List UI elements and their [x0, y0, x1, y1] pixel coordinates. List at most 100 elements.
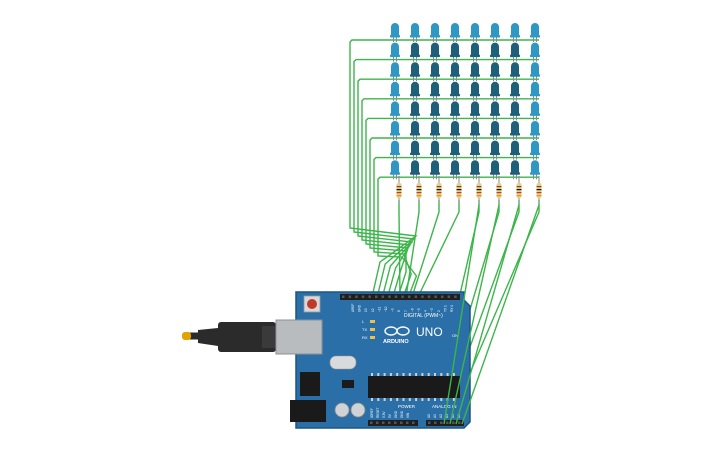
- led[interactable]: [490, 101, 500, 121]
- led[interactable]: [430, 62, 440, 82]
- analog-header[interactable]: [426, 420, 464, 426]
- resistor[interactable]: [416, 176, 422, 204]
- led[interactable]: [450, 160, 460, 180]
- row-wire[interactable]: [353, 58, 539, 298]
- column-wire[interactable]: [443, 204, 480, 425]
- led[interactable]: [450, 101, 460, 121]
- row-wire[interactable]: [361, 98, 539, 298]
- pin-label: 4: [424, 310, 428, 312]
- led[interactable]: [510, 140, 520, 160]
- led[interactable]: [490, 23, 500, 42]
- led[interactable]: [450, 81, 460, 101]
- resistor[interactable]: [516, 176, 522, 204]
- rx-led: [370, 336, 375, 339]
- pin-label: ~5: [417, 308, 421, 312]
- led[interactable]: [410, 81, 420, 101]
- row-wire[interactable]: [357, 78, 539, 298]
- led[interactable]: [390, 121, 400, 140]
- resistor[interactable]: [396, 176, 402, 204]
- led[interactable]: [470, 62, 480, 82]
- pin-label: ~6: [410, 308, 414, 312]
- led[interactable]: [490, 42, 500, 62]
- led[interactable]: [530, 23, 540, 42]
- led[interactable]: [510, 81, 520, 101]
- led[interactable]: [390, 160, 400, 180]
- led[interactable]: [430, 81, 440, 101]
- led[interactable]: [410, 101, 420, 121]
- led[interactable]: [450, 62, 460, 82]
- led[interactable]: [410, 160, 420, 180]
- led[interactable]: [490, 121, 500, 140]
- resistor[interactable]: [536, 176, 542, 204]
- row-wire[interactable]: [377, 176, 539, 298]
- pin-label: 2: [437, 310, 441, 312]
- led[interactable]: [530, 62, 540, 82]
- led[interactable]: [450, 121, 460, 140]
- led[interactable]: [490, 81, 500, 101]
- reset-button-cap[interactable]: [307, 299, 317, 309]
- led[interactable]: [410, 62, 420, 82]
- led[interactable]: [390, 23, 400, 42]
- led[interactable]: [430, 23, 440, 42]
- power-header[interactable]: [368, 420, 418, 426]
- led[interactable]: [410, 23, 420, 42]
- led[interactable]: [510, 160, 520, 180]
- led[interactable]: [470, 121, 480, 140]
- resistor[interactable]: [456, 176, 462, 204]
- front-wire-layer: [443, 204, 540, 425]
- row-wire[interactable]: [369, 137, 539, 298]
- tx-led-label: TX: [362, 327, 367, 332]
- column-wire[interactable]: [449, 204, 500, 425]
- led[interactable]: [530, 81, 540, 101]
- row-wire[interactable]: [373, 156, 539, 298]
- digital-header[interactable]: [340, 294, 460, 300]
- pin-label: GND: [358, 304, 362, 312]
- led[interactable]: [470, 140, 480, 160]
- led[interactable]: [510, 101, 520, 121]
- column-wire[interactable]: [461, 204, 540, 425]
- led[interactable]: [430, 160, 440, 180]
- led[interactable]: [530, 160, 540, 180]
- led[interactable]: [530, 121, 540, 140]
- resistor[interactable]: [436, 176, 442, 204]
- led[interactable]: [430, 101, 440, 121]
- led[interactable]: [410, 121, 420, 140]
- led[interactable]: [430, 121, 440, 140]
- resistor[interactable]: [476, 176, 482, 204]
- led[interactable]: [510, 42, 520, 62]
- led[interactable]: [470, 160, 480, 180]
- led[interactable]: [430, 140, 440, 160]
- resistor[interactable]: [496, 176, 502, 204]
- led[interactable]: [450, 23, 460, 42]
- led[interactable]: [490, 160, 500, 180]
- led[interactable]: [410, 42, 420, 62]
- led[interactable]: [470, 101, 480, 121]
- row-wire[interactable]: [349, 39, 539, 298]
- row-wire[interactable]: [365, 117, 539, 298]
- led[interactable]: [390, 42, 400, 62]
- led[interactable]: [530, 140, 540, 160]
- led[interactable]: [470, 23, 480, 42]
- led[interactable]: [510, 23, 520, 42]
- column-wire[interactable]: [398, 200, 401, 298]
- led[interactable]: [450, 42, 460, 62]
- led[interactable]: [530, 101, 540, 121]
- led[interactable]: [450, 140, 460, 160]
- usb-cable[interactable]: [182, 322, 278, 352]
- led[interactable]: [390, 101, 400, 121]
- led[interactable]: [390, 140, 400, 160]
- led[interactable]: [490, 62, 500, 82]
- led[interactable]: [430, 42, 440, 62]
- led[interactable]: [410, 140, 420, 160]
- led[interactable]: [490, 140, 500, 160]
- led[interactable]: [510, 121, 520, 140]
- led[interactable]: [530, 42, 540, 62]
- led[interactable]: [390, 62, 400, 82]
- column-wire[interactable]: [455, 204, 520, 425]
- led[interactable]: [510, 62, 520, 82]
- led[interactable]: [470, 81, 480, 101]
- led[interactable]: [390, 81, 400, 101]
- pin-label: 13: [364, 308, 368, 312]
- led[interactable]: [470, 42, 480, 62]
